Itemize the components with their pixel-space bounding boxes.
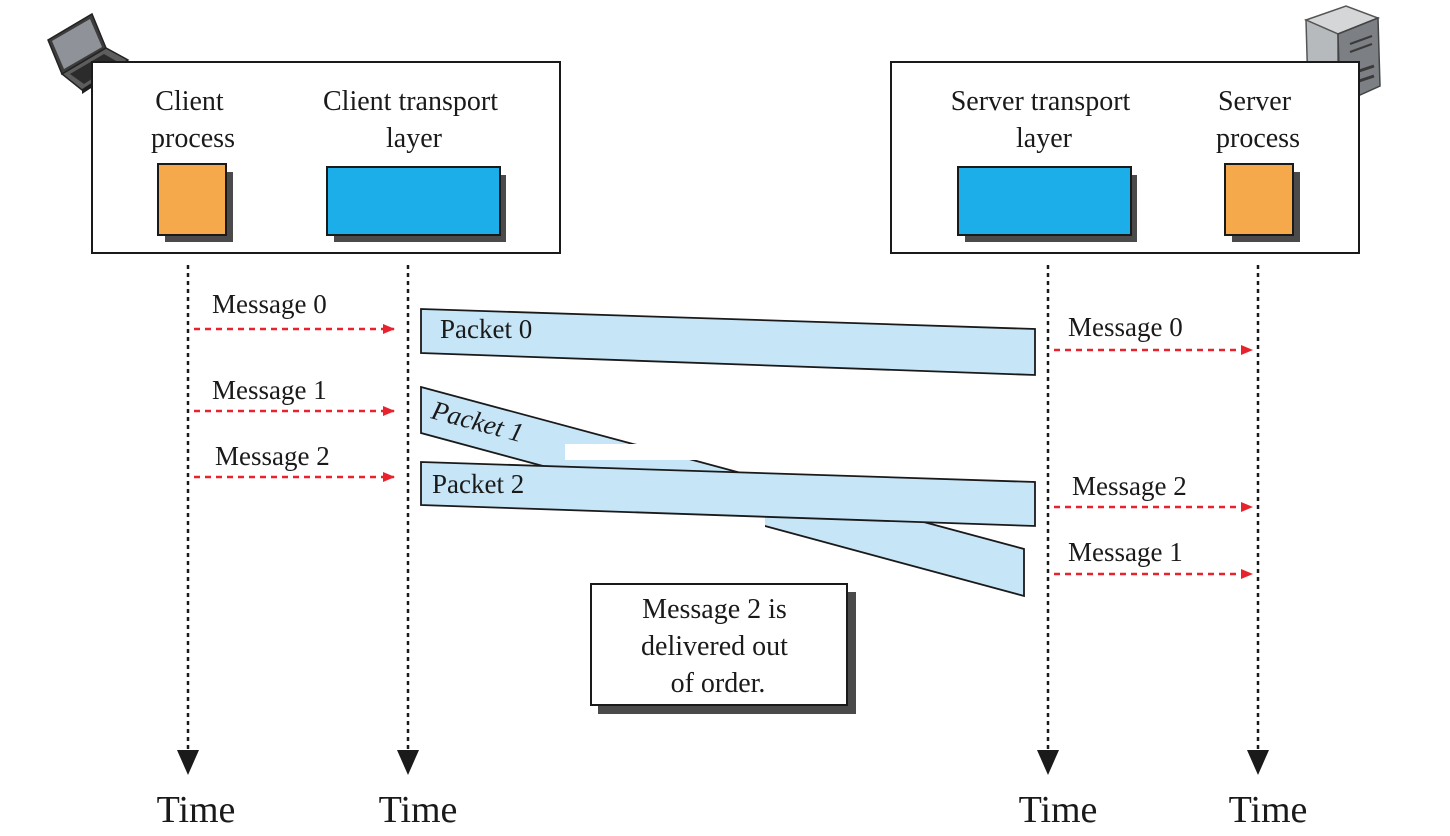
time-label-server-transport: Time (1019, 789, 1098, 831)
svg-text:Packet 0: Packet 0 (440, 314, 532, 344)
timeline-client-transport (397, 265, 419, 775)
svg-text:Message 2 is delivered o: Message 2 is delivered out of order. (641, 594, 795, 699)
client-process-box (157, 163, 227, 236)
svg-text:Message 2: Message 2 (215, 441, 330, 471)
time-label-client-process: Time (157, 789, 236, 831)
server-transport-label: Server transport layer (951, 86, 1138, 154)
svg-text:Message 2: Message 2 (1072, 471, 1187, 501)
server-message-0: Message 0 (1054, 312, 1253, 355)
client-transport-box (326, 166, 501, 236)
packet-2: Packet 2 (420, 461, 1036, 527)
client-process-label: Client process (151, 86, 235, 154)
timeline-server-transport (1037, 265, 1059, 775)
timeline-client-process (177, 265, 199, 775)
svg-text:Packet 2: Packet 2 (432, 469, 524, 499)
server-process-box (1224, 163, 1294, 236)
server-message-1: Message 1 (1054, 537, 1253, 579)
svg-text:Message 1: Message 1 (1068, 537, 1183, 567)
packet-0: Packet 0 (420, 308, 1036, 376)
packet-1-gap-top (565, 444, 755, 460)
svg-text:Message 0: Message 0 (1068, 312, 1183, 342)
client-message-0: Message 0 (194, 289, 395, 334)
server-message-2: Message 2 (1054, 471, 1253, 512)
out-of-order-note: Message 2 is delivered out of order. (590, 583, 856, 714)
time-label-client-transport: Time (379, 789, 458, 831)
server-process-label: Server process (1216, 86, 1300, 154)
server-transport-box (957, 166, 1132, 236)
time-label-server-process: Time (1229, 789, 1308, 831)
client-transport-label: Client transport layer (323, 86, 505, 154)
client-message-1: Message 1 (194, 375, 395, 416)
svg-text:Message 0: Message 0 (212, 289, 327, 319)
svg-text:Message 1: Message 1 (212, 375, 327, 405)
timeline-server-process (1247, 265, 1269, 775)
client-message-2: Message 2 (194, 441, 395, 482)
